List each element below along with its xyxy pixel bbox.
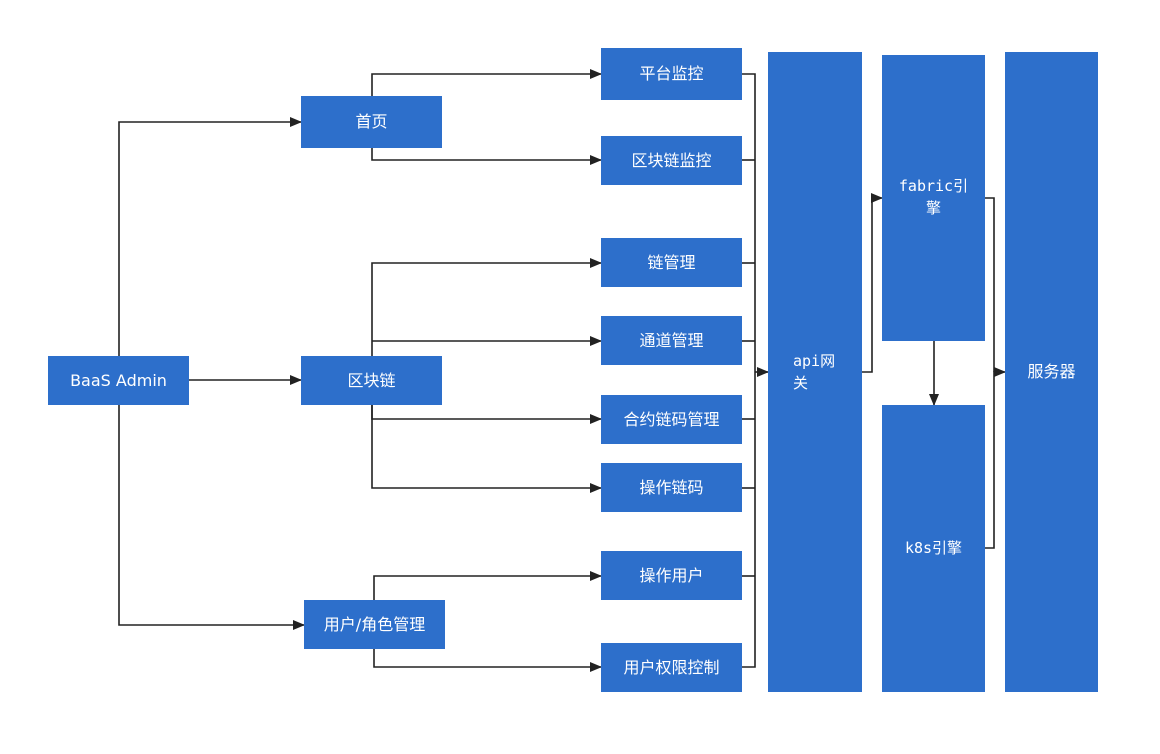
edge-chain-to-chaincode-ops [371,405,602,493]
edge-gateway-to-fabric [862,193,883,373]
edge-user-role-to-user-ops [373,571,602,600]
node-channel-management: 通道管理 [601,316,742,365]
node-platform-monitor: 平台监控 [601,48,742,100]
edge-chain-to-chain-manage [371,258,602,356]
edge-home-to-platform-monitor [371,69,602,96]
edge-platform-monitor-to-gateway [742,73,756,372]
node-label: 区块链 [347,370,396,390]
node-k8s-engine: k8s引擎 [882,405,985,692]
node-chain-monitor: 区块链监控 [601,136,742,185]
node-user-permission-control: 用户权限控制 [601,643,742,692]
node-label: k8s引擎 [904,539,963,557]
edge-user-role-to-permission [373,649,602,672]
node-fabric-engine: fabric引擎 [882,55,985,341]
node-user-role-management: 用户/角色管理 [304,600,445,649]
node-label: fabric引擎 [898,177,969,217]
node-user-operations: 操作用户 [601,551,742,600]
edge-chain-to-contract-manage [371,405,602,424]
edge-fabric-to-server [985,197,995,372]
node-label: 通道管理 [639,330,704,350]
edge-root-to-home [118,117,302,356]
node-label: 用户权限控制 [623,657,720,677]
node-label: 操作链码 [639,477,704,497]
node-label: 区块链监控 [631,150,712,170]
node-label: 用户/角色管理 [323,614,426,634]
node-label: 平台监控 [639,64,704,83]
edge-root-to-user-role [118,405,305,630]
node-blockchain: 区块链 [301,356,442,405]
edge-layer [118,69,1006,672]
node-label: api网关 [793,352,836,392]
node-chain-management: 链管理 [601,238,742,287]
edge-k8s-to-server [985,367,1006,549]
node-chaincode-operations: 操作链码 [601,463,742,512]
edge-permission-to-gateway [742,372,756,668]
node-api-gateway: api网关 [768,52,862,692]
node-label: 合约链码管理 [623,409,720,429]
node-label: 链管理 [647,252,696,272]
node-label: BaaS Admin [70,370,167,390]
node-label: 首页 [355,112,388,131]
edge-home-to-chain-monitor [371,148,602,165]
node-contract-chaincode-management: 合约链码管理 [601,395,742,444]
node-server: 服务器 [1005,52,1098,692]
node-label: 服务器 [1027,362,1076,381]
node-baas-admin: BaaS Admin [48,356,189,405]
node-home: 首页 [301,96,442,148]
node-label: 操作用户 [639,565,704,585]
